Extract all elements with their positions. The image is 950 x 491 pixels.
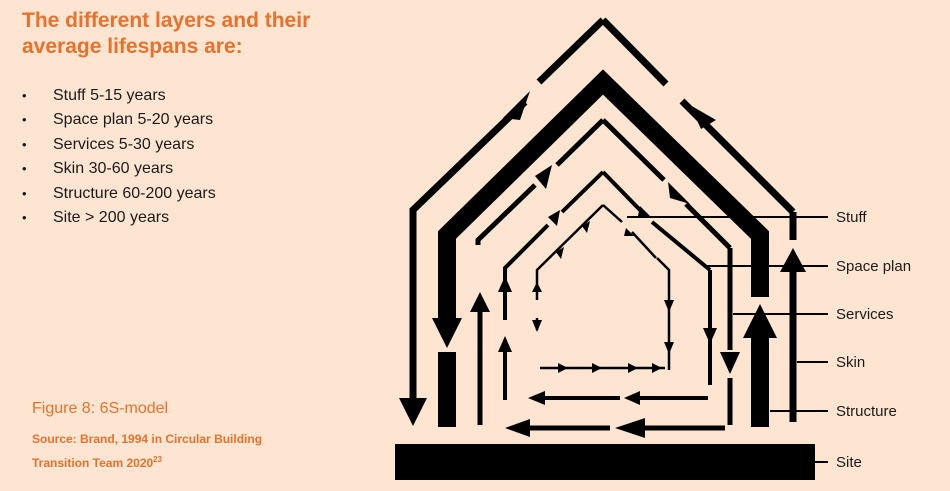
stuff-arrow-up [532,282,542,292]
skin-arrow-up [780,248,806,272]
stuff-arrow-down-left [532,320,542,332]
label-site: Site [836,454,862,471]
layer-item-services: Services 5-30 years [22,133,216,158]
figure-source-superscript: 23 [153,455,163,464]
space-plan-arrow-left-1 [615,418,645,438]
stuff-arrow-right-4 [652,363,662,373]
label-space-plan: Space plan [836,258,911,275]
stuff-arrow-right-3 [628,363,638,373]
layer-item-stuff: Stuff 5-15 years [22,84,216,109]
stuff-layer [535,204,671,370]
space-plan-layer [475,118,733,431]
layer-item-structure: Structure 60-200 years [22,182,216,207]
stuff-arrow-right-1 [558,363,568,373]
stuff-arrow-upright-2 [582,221,590,233]
stuff-arrow-upright-1 [556,247,564,259]
site-slab [395,444,815,480]
stuff-arrow-down-right-2 [664,342,674,354]
heading: The different layers and their average l… [22,9,311,58]
space-plan-arrow-left-2 [505,419,530,437]
space-plan-arrow-downright [668,182,690,204]
services-arrow-up-1 [498,276,512,292]
services-arrow-downright [638,206,652,218]
figure-source: Source: Brand, 1994 in Circular Building… [32,427,292,475]
layer-item-skin: Skin 30-60 years [22,157,216,182]
layer-item-space-plan: Space plan 5-20 years [22,108,216,133]
label-stuff: Stuff [836,209,867,226]
layer-item-site: Site > 200 years [22,206,216,231]
space-plan-arrow-up [470,292,490,312]
skin-arrow-down [399,398,427,426]
leader-lines [627,216,828,463]
stuff-arrow-right-2 [592,363,602,373]
services-arrow-upright [548,210,560,226]
figure-title: Figure 8: 6S-model [32,400,169,417]
structure-arrow-up [743,304,777,338]
structure-arrow-down [432,318,462,348]
label-services: Services [836,306,894,323]
space-plan-arrow-upright [535,165,552,189]
services-arrow-down [703,328,717,344]
stuff-arrow-downright [624,228,634,236]
label-skin: Skin [836,354,865,371]
stuff-arrow-down-right [664,300,674,312]
skin-arrow-left [690,105,716,129]
figure-source-text: Source: Brand, 1994 in Circular Building… [32,432,263,470]
space-plan-arrow-down [720,352,740,374]
services-arrow-left-2 [528,391,545,405]
label-structure: Structure [836,403,897,420]
services-arrow-up-2 [498,336,512,352]
structure-layer [438,69,769,427]
layer-list: Stuff 5-15 years Space plan 5-20 years S… [22,84,216,231]
services-arrow-left-1 [624,391,640,405]
